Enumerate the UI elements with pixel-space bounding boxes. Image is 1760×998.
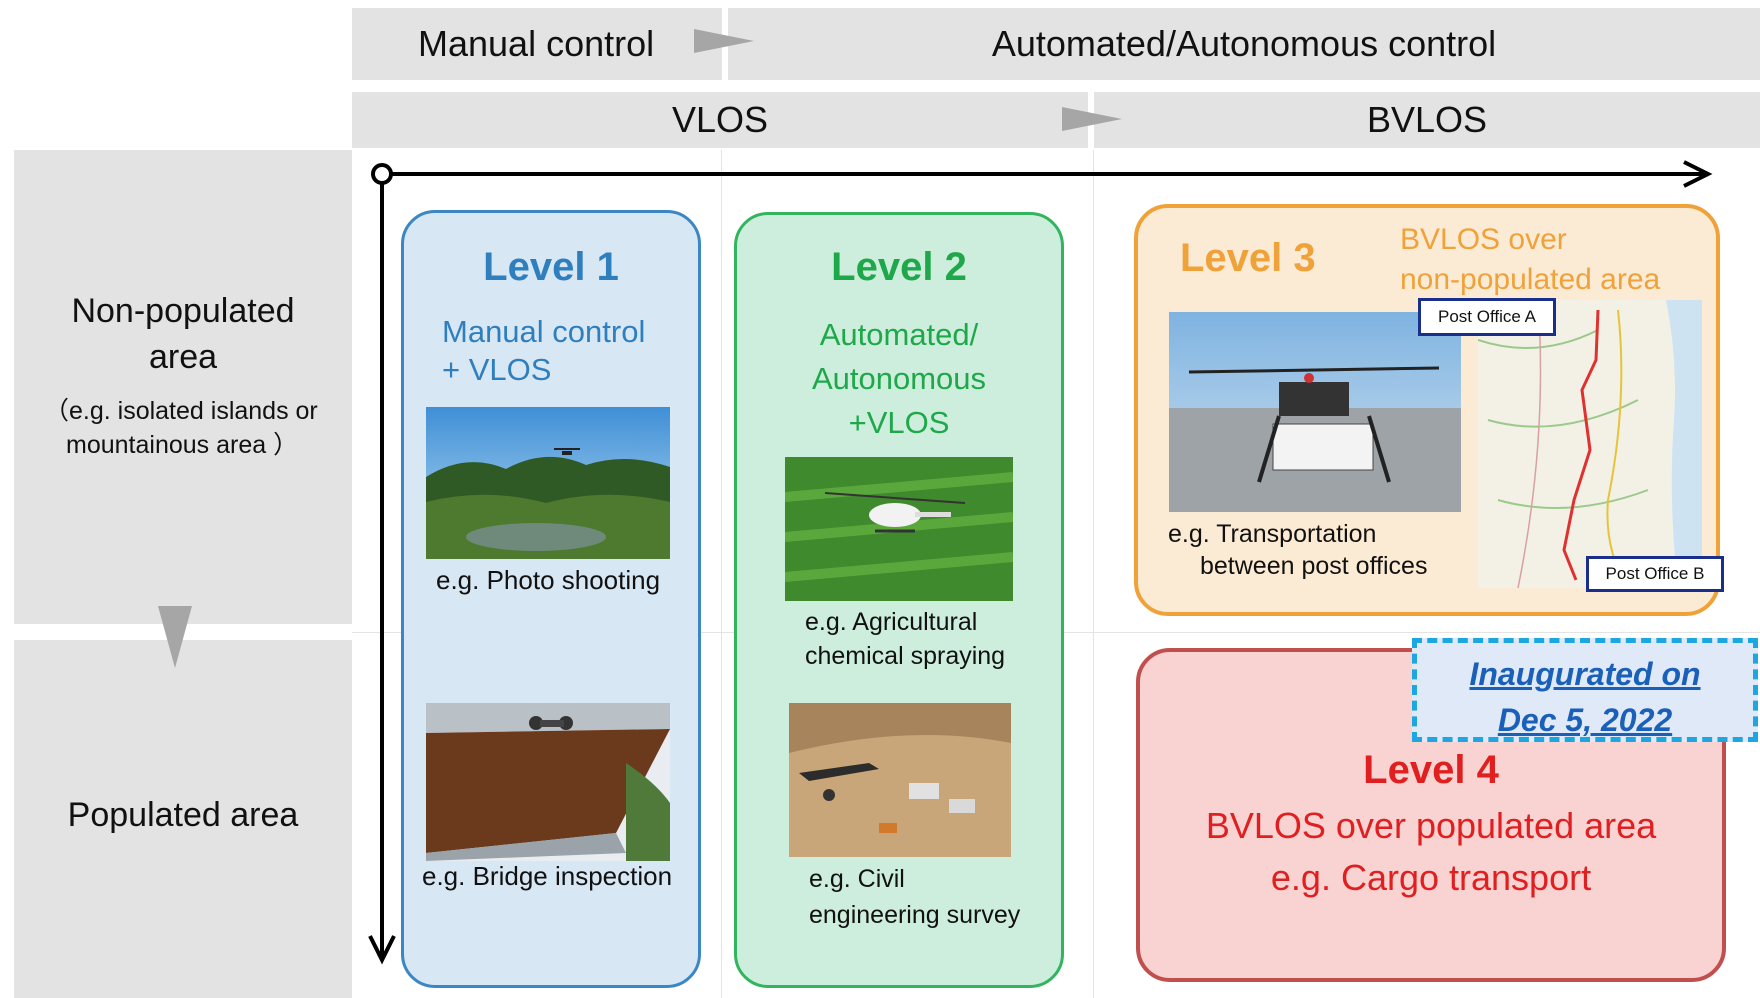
- row-label-non-populated-line1: Non-populated: [71, 292, 295, 330]
- level1-desc-line2: + VLOS: [442, 352, 552, 387]
- arrow-right-icon: [694, 29, 754, 53]
- level1-desc-line1: Manual control: [442, 314, 646, 349]
- level2-title: Level 2: [831, 245, 967, 289]
- level2-desc-line2: Autonomous: [811, 361, 987, 396]
- level2-desc-line1: Automated/: [819, 317, 979, 352]
- level3-sub-line2: non-populated area: [1400, 263, 1661, 296]
- level1-photo-bridge: [426, 703, 670, 861]
- arrow-right-icon: [1062, 107, 1122, 131]
- level3-route-map: [1478, 300, 1702, 588]
- row-header-non-populated: Non-populated area （e.g. isolated island…: [14, 150, 352, 624]
- header-vlos-label: VLOS: [671, 99, 769, 140]
- axes: [368, 160, 1713, 965]
- level2-caption1-line2: chemical spraying: [805, 642, 1006, 670]
- header-automated-control-label: Automated/Autonomous control: [991, 23, 1497, 64]
- level1-title: Level 1: [483, 245, 619, 289]
- header-vlos: VLOS: [352, 92, 1088, 148]
- level2-photo-survey: [789, 703, 1011, 857]
- row-label-populated: Populated area: [67, 796, 299, 834]
- header-bvlos-label: BVLOS: [1366, 99, 1488, 140]
- map-label-post-office-a: Post Office A: [1418, 298, 1556, 336]
- level4-desc-line1: BVLOS over populated area: [1205, 805, 1657, 846]
- badge-line1: Inaugurated on: [1469, 656, 1701, 692]
- level4-title: Level 4: [1363, 748, 1499, 792]
- row-sublabel-line1: （e.g. isolated islands or: [44, 397, 318, 425]
- badge-line2: Dec 5, 2022: [1497, 702, 1673, 738]
- level1-caption2: e.g. Bridge inspection: [422, 861, 673, 891]
- row-header-populated: Populated area: [14, 640, 352, 998]
- row-label-non-populated-line2: area: [148, 338, 218, 376]
- grid-line-vertical-2: [1093, 150, 1094, 998]
- grid-line-vertical-1: [721, 150, 722, 998]
- level3-sub-line1: BVLOS over: [1400, 223, 1567, 256]
- header-bvlos: BVLOS: [1094, 92, 1760, 148]
- header-manual-control: Manual control: [352, 8, 722, 80]
- header-manual-control-label: Manual control: [418, 23, 655, 64]
- level1-photo-drone-landscape: [426, 407, 670, 559]
- level3-title: Level 3: [1180, 236, 1316, 280]
- level1-caption1: e.g. Photo shooting: [436, 565, 661, 595]
- level2-card: Level 2 Automated/ Autonomous +VLOS e.g.…: [734, 212, 1064, 988]
- level1-card: Level 1 Manual control + VLOS e.g. Photo…: [401, 210, 701, 988]
- row-sublabel-line2: mountainous area ）: [66, 431, 299, 459]
- inaugurated-badge: Inaugurated on Dec 5, 2022: [1412, 638, 1758, 742]
- level2-desc-line3: +VLOS: [848, 405, 950, 440]
- map-label-post-office-b: Post Office B: [1586, 556, 1724, 592]
- level3-caption-line1: e.g. Transportation: [1168, 520, 1377, 548]
- arrow-down-icon: [158, 606, 192, 668]
- level2-photo-spraying: [785, 457, 1013, 601]
- level2-caption2-line2: engineering survey: [809, 901, 1021, 929]
- level4-desc-line2: e.g. Cargo transport: [1270, 857, 1592, 898]
- level3-photo-drone: [1169, 312, 1461, 512]
- level2-caption1-line1: e.g. Agricultural: [805, 608, 978, 636]
- header-automated-control: Automated/Autonomous control: [728, 8, 1760, 80]
- level2-caption2-line1: e.g. Civil: [809, 865, 905, 893]
- level3-caption-line2: between post offices: [1200, 552, 1428, 580]
